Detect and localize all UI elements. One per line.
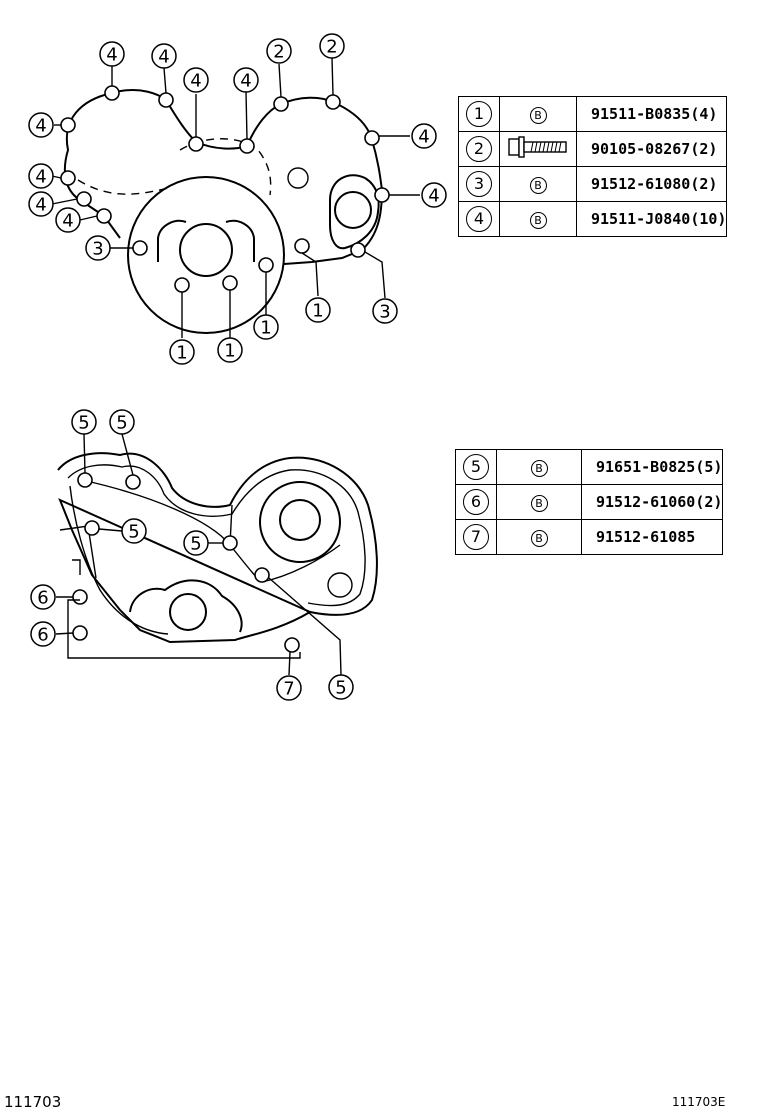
parts-row: 7 B 91512-61085	[455, 519, 724, 555]
callout-number: 4	[466, 206, 492, 232]
b-marker-icon: B	[530, 495, 548, 512]
svg-text:1: 1	[176, 343, 187, 364]
flange-bolt-icon	[508, 136, 567, 158]
parts-row: 1 B 91511-B0835(4)	[458, 96, 728, 132]
upper-callout-1: 1	[305, 297, 331, 323]
svg-text:1: 1	[260, 318, 271, 339]
lower-oil-pump-housing	[129, 579, 243, 633]
upper-callout-4: 4	[411, 123, 437, 149]
lower-callout-6: 6	[30, 584, 56, 610]
upper-callout-4: 4	[55, 207, 81, 233]
svg-text:4: 4	[35, 116, 46, 137]
upper-callout-4: 4	[99, 41, 125, 67]
part-number: 91511-B0835(4)	[575, 96, 728, 132]
part-number: 91512-61085	[580, 519, 724, 555]
svg-text:2: 2	[326, 37, 337, 58]
upper-callout-4: 4	[421, 182, 447, 208]
b-marker-icon: B	[529, 177, 547, 194]
svg-text:5: 5	[335, 678, 346, 699]
part-number: 91511-J0840(10)	[575, 201, 728, 237]
lower-callout-5: 5	[121, 518, 147, 544]
svg-text:1: 1	[224, 341, 235, 362]
svg-text:6: 6	[37, 625, 48, 646]
svg-text:5: 5	[190, 534, 201, 555]
lower-callout-7: 7	[276, 675, 302, 701]
svg-text:4: 4	[35, 195, 46, 216]
callout-number: 2	[466, 136, 492, 162]
upper-callout-4: 4	[151, 43, 177, 69]
upper-callout-4: 4	[28, 191, 54, 217]
upper-callout-3: 3	[85, 235, 111, 261]
b-marker-icon: B	[529, 212, 547, 229]
upper-callout-4: 4	[28, 163, 54, 189]
callout-number: 7	[463, 524, 489, 550]
svg-text:4: 4	[62, 211, 73, 232]
lower-callout-5: 5	[328, 674, 354, 700]
upper-callout-4: 4	[28, 112, 54, 138]
footer-right-code: 111703E	[672, 1095, 726, 1109]
lower-bolt-holes	[72, 472, 300, 653]
svg-text:4: 4	[190, 71, 201, 92]
lower-callout-6: 6	[30, 621, 56, 647]
svg-text:7: 7	[283, 679, 294, 700]
callout-number: 1	[466, 101, 492, 127]
svg-text:4: 4	[35, 167, 46, 188]
callout-number: 6	[463, 489, 489, 515]
svg-text:5: 5	[116, 413, 127, 434]
lower-callout-5: 5	[71, 409, 97, 435]
upper-cover-outline	[63, 89, 383, 265]
callout-number: 3	[466, 171, 492, 197]
part-number: 90105-08267(2)	[575, 131, 728, 167]
upper-callout-1: 1	[169, 339, 195, 365]
parts-table-upper: 1 B 91511-B0835(4) 2 90105-08267(2) 3 B …	[458, 96, 728, 237]
upper-callout-2: 2	[266, 38, 292, 64]
upper-callout-2: 2	[319, 33, 345, 59]
upper-leader-lines	[51, 57, 420, 338]
part-number: 91512-61080(2)	[575, 166, 728, 202]
upper-callout-1: 1	[253, 314, 279, 340]
lower-callout-5: 5	[109, 409, 135, 435]
lower-plate-outline	[57, 452, 378, 644]
svg-text:5: 5	[128, 522, 139, 543]
footer-left-code: 111703	[4, 1093, 62, 1111]
part-number: 91651-B0825(5)	[580, 449, 724, 485]
svg-text:4: 4	[418, 127, 429, 148]
parts-row: 4 B 91511-J0840(10)	[458, 201, 728, 237]
upper-callout-4: 4	[183, 67, 209, 93]
parts-row: 6 B 91512-61060(2)	[455, 484, 724, 520]
b-marker-icon: B	[529, 107, 547, 124]
upper-callout-1: 1	[217, 337, 243, 363]
svg-text:1: 1	[312, 301, 323, 322]
part-number: 91512-61060(2)	[580, 484, 724, 520]
svg-text:6: 6	[37, 588, 48, 609]
parts-row: 2 90105-08267(2)	[458, 131, 728, 167]
lower-callouts: 5 5 5 5 5 6 6 7	[30, 409, 354, 701]
lower-callout-5: 5	[183, 530, 209, 556]
svg-text:3: 3	[92, 239, 103, 260]
b-marker-icon: B	[530, 530, 548, 547]
upper-callout-4: 4	[233, 67, 259, 93]
svg-text:4: 4	[158, 47, 169, 68]
svg-text:3: 3	[379, 302, 390, 323]
lower-leader-lines	[55, 433, 342, 676]
b-marker-icon: B	[530, 460, 548, 477]
svg-text:5: 5	[78, 413, 89, 434]
upper-callout-3: 3	[372, 298, 398, 324]
svg-text:4: 4	[240, 71, 251, 92]
callout-number: 5	[463, 454, 489, 480]
upper-oil-pump-boss	[329, 174, 380, 250]
upper-bolt-holes	[60, 85, 390, 293]
svg-text:4: 4	[428, 186, 439, 207]
parts-row: 5 B 91651-B0825(5)	[455, 449, 724, 485]
parts-table-lower: 5 B 91651-B0825(5) 6 B 91512-61060(2) 7 …	[455, 449, 724, 555]
lower-crank-seal	[259, 481, 353, 598]
svg-text:4: 4	[106, 45, 117, 66]
upper-crank-pulley-housing	[127, 176, 285, 334]
parts-row: 3 B 91512-61080(2)	[458, 166, 728, 202]
svg-text:2: 2	[273, 42, 284, 63]
